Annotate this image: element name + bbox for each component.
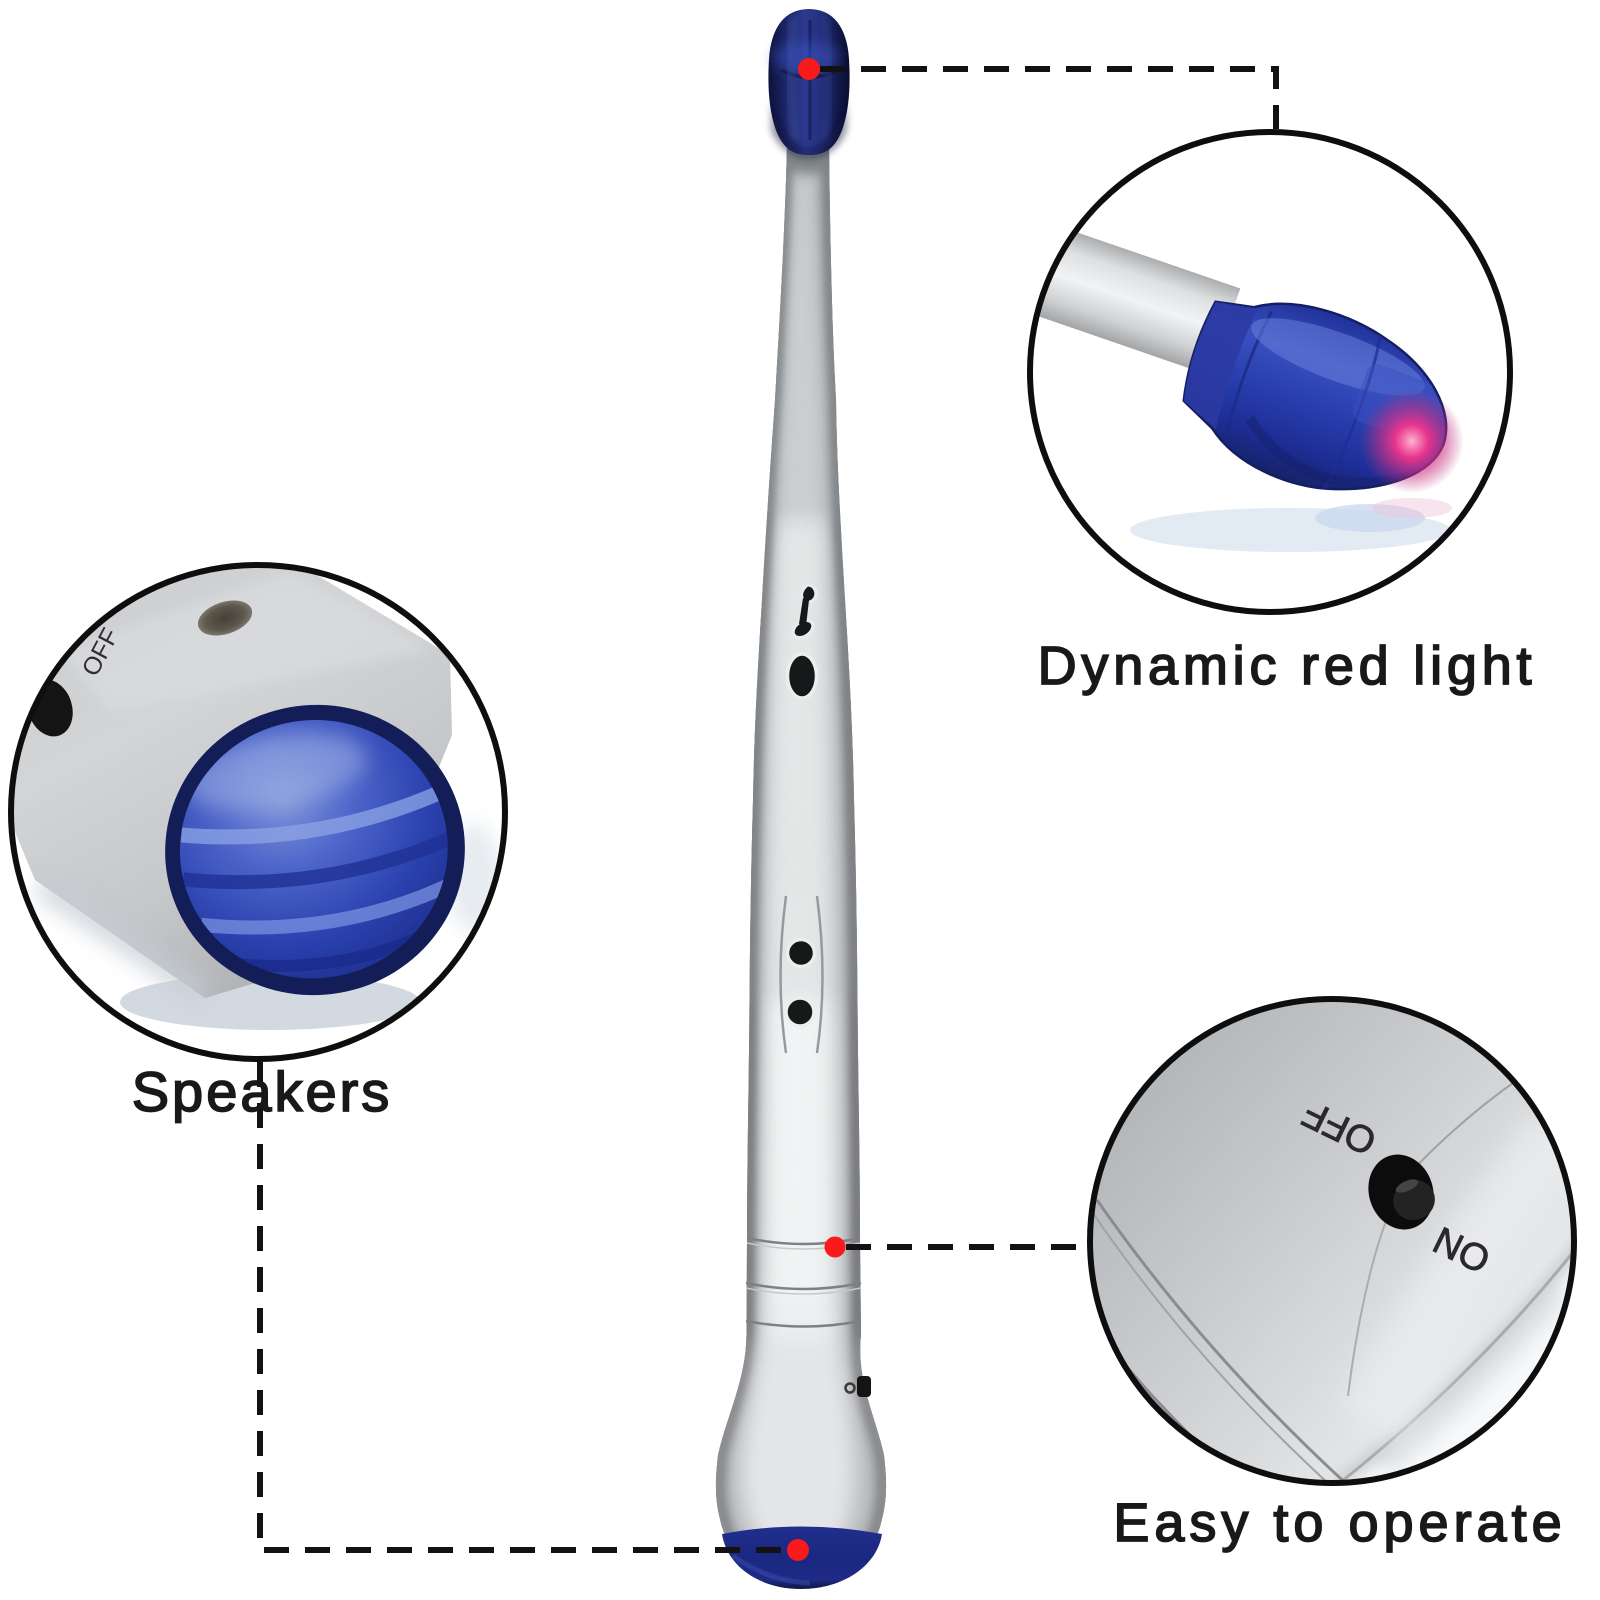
svg-text:Easy to operate: Easy to operate (1113, 1493, 1566, 1553)
svg-text:Dynamic red light: Dynamic red light (1038, 636, 1537, 696)
svg-text:Speakers: Speakers (132, 1060, 393, 1123)
